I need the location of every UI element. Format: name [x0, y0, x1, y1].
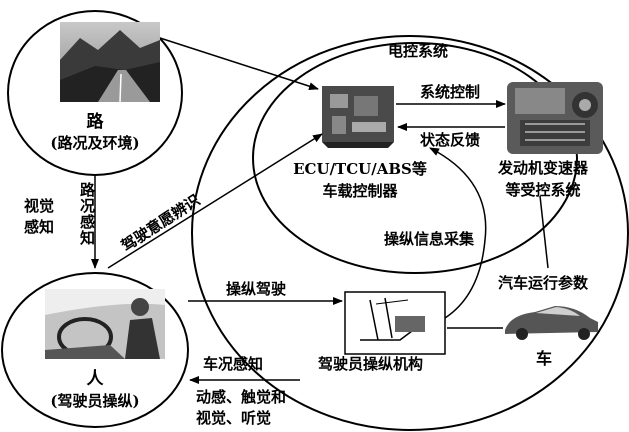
- intent-recognition-arrow: [107, 133, 323, 269]
- vehicle-ellipse: [191, 35, 629, 431]
- car-label: 车: [536, 349, 553, 368]
- road-to-ecu-arrow: [159, 37, 319, 91]
- road-image: [60, 22, 160, 103]
- electronic-control-label: 电控系统: [388, 42, 449, 60]
- operation-info-label: 操纵信息采集: [384, 230, 475, 248]
- controller-line1: ECU/TCU/ABS等: [293, 160, 427, 178]
- engine-image: [507, 82, 603, 154]
- system-control-label: 系统控制: [420, 83, 481, 101]
- vehicle-params-label: 汽车运行参数: [498, 274, 589, 292]
- driver-image: [45, 289, 165, 359]
- visual-perception-label: 视觉 感知: [24, 197, 55, 236]
- operate-driving-label: 操纵驾驶: [226, 280, 287, 298]
- senses-line1: 动感、触觉和: [196, 388, 287, 406]
- senses-line2: 视觉、听觉: [196, 409, 272, 427]
- mechanism-label: 驾驶员操纵机构: [318, 355, 424, 373]
- road-subtitle: (路况及环境): [50, 134, 140, 152]
- vehicle-params-line: [539, 195, 549, 269]
- mechanism-image: [344, 291, 446, 355]
- controlled-system-line2: 等受控系统: [505, 181, 581, 199]
- ecu-image: [322, 86, 394, 148]
- human-title: 人: [86, 369, 104, 389]
- human-subtitle: (驾驶员操纵): [50, 392, 140, 410]
- vehicle-condition-label: 车况感知: [203, 355, 264, 373]
- car-image: [505, 306, 598, 340]
- human-ellipse: [1, 272, 189, 428]
- operation-info-curve: [429, 147, 487, 319]
- controller-line2: 车载控制器: [322, 182, 398, 200]
- controlled-system-line1: 发动机变速器: [497, 159, 588, 177]
- road-title: 路: [86, 112, 104, 132]
- electronic-control-ellipse: [252, 42, 578, 274]
- road-perception-label: 路况感知: [78, 182, 96, 246]
- state-feedback-label: 状态反馈: [420, 131, 481, 149]
